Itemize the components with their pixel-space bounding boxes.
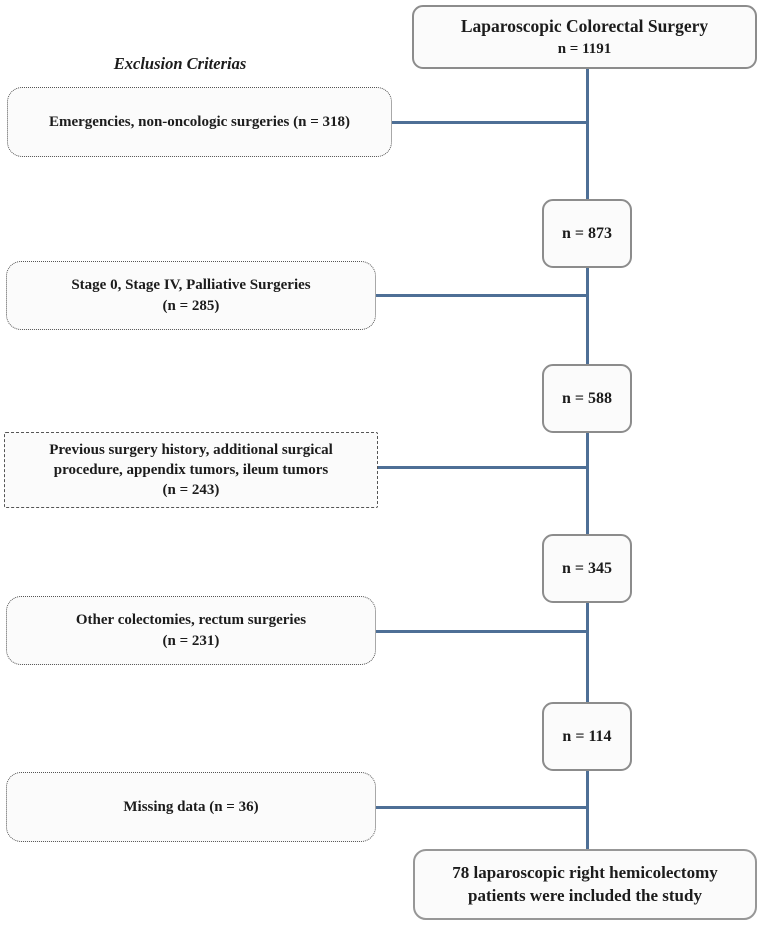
top-box-total-population: Laparoscopic Colorectal Surgery n = 1191 xyxy=(412,5,757,69)
connector-exclusion-4 xyxy=(374,630,587,633)
top-box-title: Laparoscopic Colorectal Surgery xyxy=(460,16,709,37)
connector-exclusion-5 xyxy=(374,806,587,809)
count-label: n = 588 xyxy=(561,389,612,407)
count-box-114: n = 114 xyxy=(542,702,632,771)
exclusion-box-other-colectomies: Other colectomies, rectum surgeries (n =… xyxy=(6,596,376,665)
exclusion-box-emergencies: Emergencies, non-oncologic surgeries (n … xyxy=(7,87,392,157)
final-text: patients were included the study xyxy=(468,885,702,905)
exclusion-text: Previous surgery history, additional sur… xyxy=(49,441,333,458)
exclusion-text: Emergencies, non-oncologic surgeries (n … xyxy=(48,113,350,130)
final-text: 78 laparoscopic right hemicolectomy xyxy=(452,862,718,882)
count-box-345: n = 345 xyxy=(542,534,632,603)
exclusion-text: Missing data (n = 36) xyxy=(123,798,259,815)
count-label: n = 114 xyxy=(562,727,612,745)
connector-exclusion-1 xyxy=(390,121,587,124)
exclusion-box-missing-data: Missing data (n = 36) xyxy=(6,772,376,842)
exclusion-text: Other colectomies, rectum surgeries xyxy=(75,612,307,629)
final-box-included-patients: 78 laparoscopic right hemicolectomy pati… xyxy=(413,849,757,920)
exclusion-count: (n = 243) xyxy=(162,482,220,499)
exclusion-count: (n = 231) xyxy=(162,632,220,649)
top-box-count: n = 1191 xyxy=(557,40,612,57)
connector-spine xyxy=(586,68,589,851)
exclusion-text: procedure, appendix tumors, ileum tumors xyxy=(53,461,329,478)
exclusion-criteria-heading: Exclusion Criterias xyxy=(113,54,247,73)
count-box-588: n = 588 xyxy=(542,364,632,433)
exclusion-text: Stage 0, Stage IV, Palliative Surgeries xyxy=(71,277,311,294)
exclusion-box-previous-surgery: Previous surgery history, additional sur… xyxy=(4,432,378,508)
exclusion-count: (n = 285) xyxy=(162,297,220,314)
connector-exclusion-3 xyxy=(376,466,587,469)
connector-exclusion-2 xyxy=(374,294,587,297)
count-label: n = 345 xyxy=(561,559,612,577)
exclusion-box-stage: Stage 0, Stage IV, Palliative Surgeries … xyxy=(6,261,376,330)
count-box-873: n = 873 xyxy=(542,199,632,268)
count-label: n = 873 xyxy=(561,224,612,242)
